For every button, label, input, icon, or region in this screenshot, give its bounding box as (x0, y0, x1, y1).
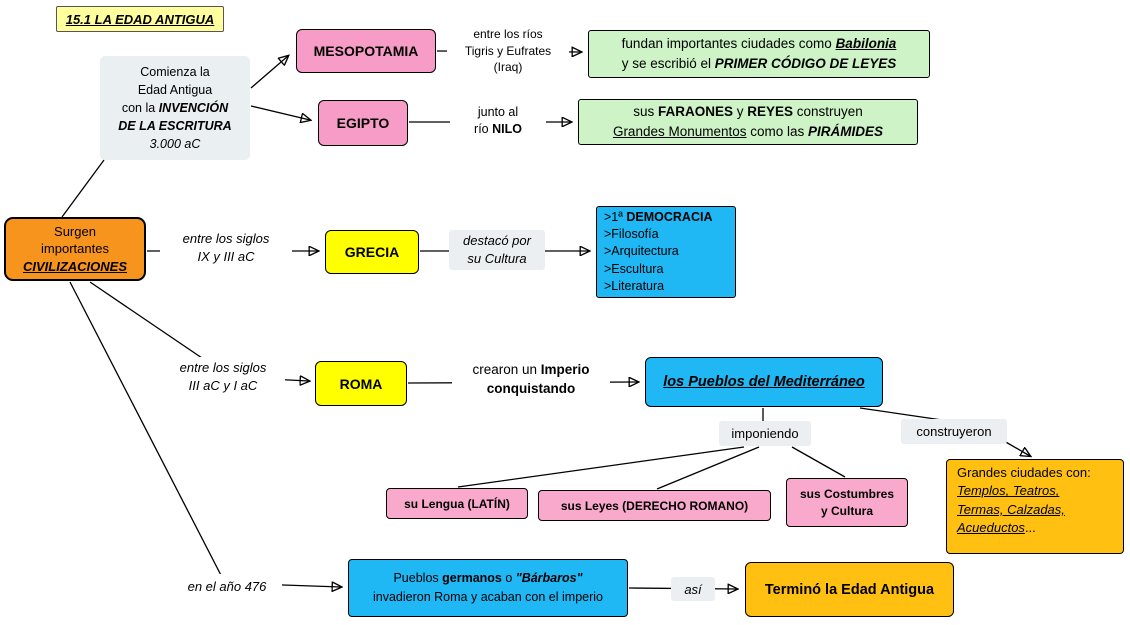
egipto-box: EGIPTO (318, 100, 408, 146)
root-line-3: CIVILIZACIONES (22, 258, 127, 274)
latin-label: su Lengua (LATÍN) (404, 496, 510, 511)
intro-line-4: DE LA ESCRITURA (118, 119, 232, 134)
intro-line-1: Comienza la (140, 64, 210, 79)
grecia-result-item-3: >Arquitectura (604, 244, 679, 259)
line-root-to-intro (61, 159, 105, 218)
construyeron-label: construyeron (901, 419, 1007, 444)
grecia-mid-label: destacó por su Cultura (449, 230, 545, 270)
grecia-result-item-2: >Filosofía (604, 227, 659, 242)
imponiendo-label: imponiendo (719, 421, 811, 446)
egipto-result-line-2: Grandes Monumentos como las PIRÁMIDES (612, 124, 884, 139)
asi-label: así (671, 577, 715, 601)
ciudades-item-2: Termas, Calzadas, (957, 501, 1065, 517)
grecia-result-box: >1ª DEMOCRACIA >Filosofía >Arquitectura … (596, 206, 736, 298)
egipto-edge-label: junto al río NILO (450, 101, 546, 141)
mesopotamia-box: MESOPOTAMIA (296, 29, 436, 73)
mediterraneo-label: los Pueblos del Mediterráneo (663, 374, 865, 390)
mesopotamia-result-box: fundan importantes ciudades como Babilon… (588, 30, 930, 78)
ciudades-header: Grandes ciudades con: (957, 465, 1091, 480)
mediterraneo-box: los Pueblos del Mediterráneo (645, 357, 883, 407)
root-line-1: Surgen (54, 223, 96, 239)
grecia-edge-label: entre los siglos IX y III aC (160, 228, 292, 268)
line-imponiendo-to-latin (457, 446, 745, 488)
termino-box: Terminó la Edad Antigua (745, 562, 954, 617)
egipto-result-line-1: sus FARAONES y REYES construyen (633, 104, 863, 120)
intro-note: Comienza la Edad Antigua con la INVENCIÓ… (100, 56, 250, 160)
ano476-label: en el año 476 (172, 574, 282, 598)
grecia-result-item-1: >1ª DEMOCRACIA (604, 209, 713, 224)
germanos-box: Pueblos germanos o "Bárbaros" invadieron… (348, 559, 628, 617)
root-line-2: importantes (41, 241, 109, 257)
leyes-box: sus Leyes (DERECHO ROMANO) (538, 490, 771, 521)
ciudades-box: Grandes ciudades con: Templos, Teatros, … (946, 459, 1124, 554)
grecia-result-item-5: >Literatura (604, 278, 665, 293)
mesopotamia-result-line-1: fundan importantes ciudades como Babilon… (621, 35, 897, 51)
arrow-intro-to-mesopotamia (250, 56, 288, 89)
egipto-label: EGIPTO (336, 115, 390, 131)
grecia-result-item-4: >Escultura (604, 261, 664, 276)
grecia-label: GRECIA (344, 244, 400, 260)
map-title: 15.1 LA EDAD ANTIGUA (56, 6, 224, 32)
roma-box: ROMA (315, 361, 407, 406)
grecia-box: GRECIA (325, 230, 419, 274)
mesopotamia-result-line-2: y se escribió el PRIMER CÓDIGO DE LEYES (621, 56, 897, 71)
line-imponiendo-to-leyes (656, 446, 760, 490)
line-imponiendo-to-costumbres (791, 446, 846, 478)
intro-line-5: 3.000 aC (149, 137, 201, 152)
latin-box: su Lengua (LATÍN) (386, 488, 528, 519)
termino-label: Terminó la Edad Antigua (764, 581, 935, 598)
roma-mid-label: crearon un Imperio conquistando (452, 360, 610, 400)
egipto-result-box: sus FARAONES y REYES construyen Grandes … (578, 99, 918, 145)
arrow-construyeron-to-ciudades (1003, 440, 1030, 456)
mesopotamia-edge-label: entre los ríos Tigris y Eufrates (Iraq) (447, 24, 569, 78)
costumbres-box: sus Costumbres y Cultura (786, 478, 908, 527)
roma-edge-label: entre los siglos III aC y I aC (161, 357, 285, 397)
line-mediterraneo-to-construyeron (859, 407, 943, 421)
intro-line-2: Edad Antigua (137, 82, 213, 97)
ciudades-item-1: Templos, Teatros, (957, 483, 1060, 499)
roma-label: ROMA (339, 375, 383, 392)
leyes-label: sus Leyes (DERECHO ROMANO) (560, 498, 749, 513)
arrow-root-to-germanos (69, 281, 341, 587)
civilizaciones-box: Surgen importantes CIVILIZACIONES (4, 217, 146, 281)
intro-line-3: con la INVENCIÓN (121, 100, 229, 115)
ciudades-item-3: Acueductos... (957, 520, 1036, 536)
arrow-intro-to-egipto (250, 105, 310, 120)
germanos-line-2: invadieron Roma y acaban con el imperio (373, 590, 603, 604)
mesopotamia-label: MESOPOTAMIA (313, 43, 419, 59)
germanos-line-1: Pueblos germanos o "Bárbaros" (393, 571, 583, 586)
